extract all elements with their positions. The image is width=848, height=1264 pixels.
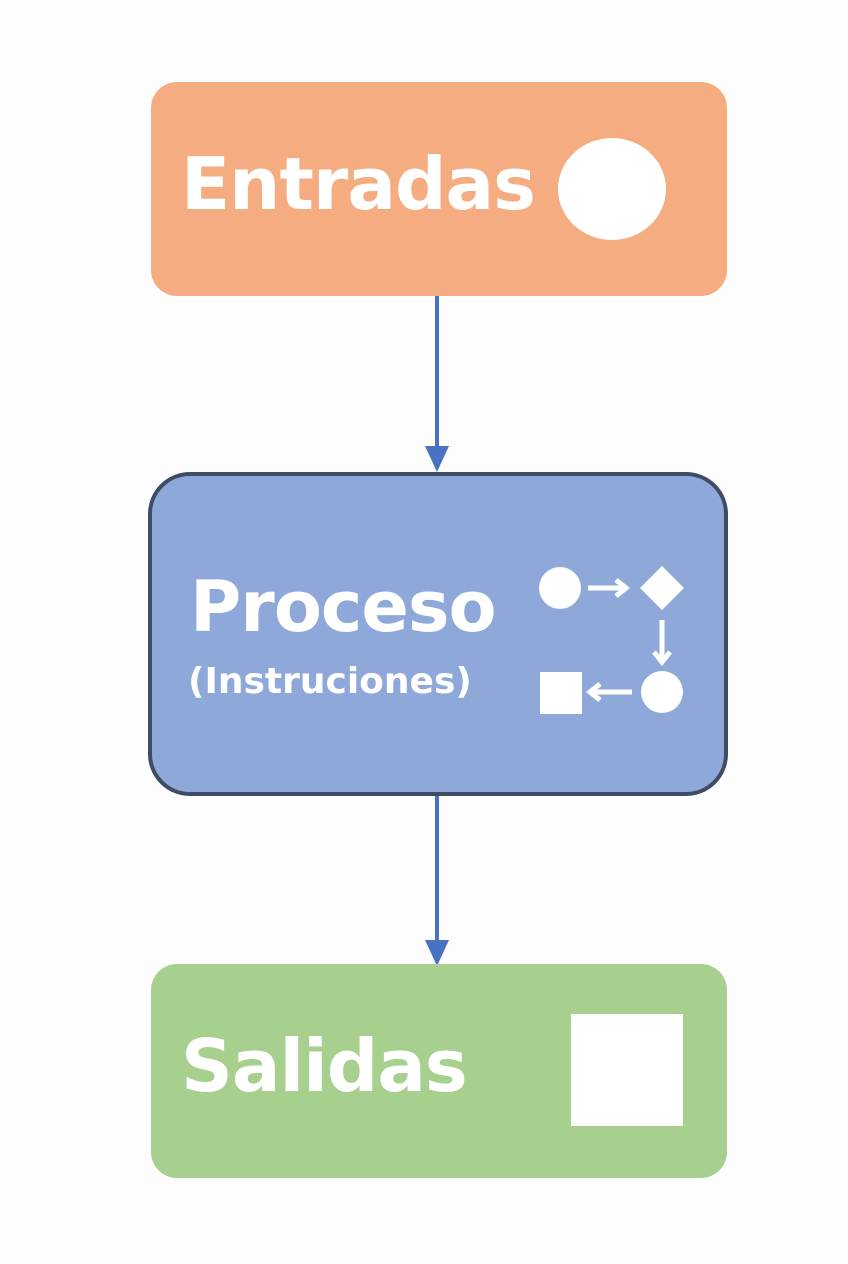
process-flow-icon: [539, 566, 684, 714]
square-icon: [571, 1014, 683, 1126]
node-salidas: Salidas: [151, 964, 727, 1178]
circle-icon: [558, 138, 666, 240]
node-proceso: Proceso (Instruciones): [148, 472, 728, 796]
node-salidas-label: Salidas: [181, 1024, 468, 1108]
arrow-entradas-to-proceso: [425, 296, 449, 472]
node-proceso-sublabel: (Instruciones): [188, 661, 472, 702]
node-entradas: Entradas: [151, 82, 727, 296]
arrow-proceso-to-salidas: [425, 796, 449, 966]
node-entradas-label: Entradas: [181, 142, 536, 226]
node-proceso-label: Proceso: [190, 566, 497, 648]
